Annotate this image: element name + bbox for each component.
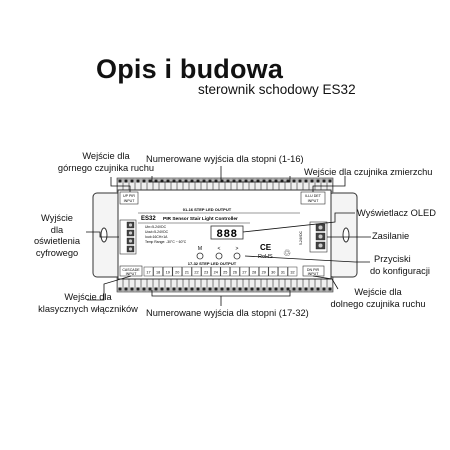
svg-text:22: 22 <box>194 271 198 275</box>
svg-text:20: 20 <box>175 271 179 275</box>
up-pir-text: UP PIR <box>123 194 135 198</box>
mounting-hole-left <box>100 227 108 243</box>
svg-text:28: 28 <box>252 271 256 275</box>
terminal-number-22: 22 <box>191 266 202 277</box>
spec-line-3: Iout=16CH×1A <box>145 235 168 239</box>
svg-text:17: 17 <box>146 271 150 275</box>
label-buttons: Przyciski do konfiguracji <box>370 254 450 277</box>
label-oled: Wyświetlacz OLED <box>357 208 436 218</box>
label-buttons-line2: do konfiguracji <box>370 265 430 276</box>
label-switches: Wejście dla klasycznych włączników <box>30 292 146 315</box>
dn-pir-text: DN PIR <box>307 268 320 272</box>
leader-buttons <box>244 255 370 263</box>
terminal-number-30: 30 <box>268 266 279 277</box>
terminal-number-28: 28 <box>249 266 259 277</box>
terminal-number-17: 17 <box>143 266 154 277</box>
up-pir-box <box>119 191 139 205</box>
svg-text:27: 27 <box>242 271 246 275</box>
digital-output-connector <box>119 219 137 255</box>
page-title: Opis i budowa <box>96 54 284 84</box>
leader-oled <box>242 212 355 233</box>
label-power: Zasilanie <box>372 231 410 241</box>
terminal-number-21: 21 <box>182 266 192 277</box>
svg-text:31: 31 <box>281 271 285 275</box>
button-right <box>233 252 241 260</box>
spec-line-1: Uin=5-24VDC <box>145 225 167 229</box>
btn-lt-label: < <box>218 246 221 252</box>
up-pir-input-text: INPUT <box>124 199 136 203</box>
ce-mark: CE <box>260 243 272 252</box>
terminal-number-19: 19 <box>162 266 173 277</box>
spec-line-4: Temp Range: -30°C ~ 60°C <box>145 240 187 244</box>
svg-text:30: 30 <box>271 271 275 275</box>
svg-text:25: 25 <box>223 271 227 275</box>
terminal-number-31: 31 <box>278 266 288 277</box>
label-top-sensor-line1: Wejście dla <box>82 151 130 161</box>
label-steps-bottom: Numerowane wyjścia dla stopni (17-32) <box>146 308 309 318</box>
label-bottom-sensor-line1: Wejście dla <box>354 287 402 297</box>
oled-display <box>210 225 244 240</box>
label-bottom-sensor: Wejście dla dolnego czujnika ruchu <box>318 287 438 310</box>
label-top-sensor-line2: górnego czujnika ruchu <box>57 162 155 173</box>
button-left <box>215 252 223 260</box>
btn-m-label: M <box>198 246 202 252</box>
model-text: ES32 <box>141 216 156 222</box>
page-subtitle: sterownik schodowy ES32 <box>198 82 356 97</box>
svg-text:23: 23 <box>204 271 208 275</box>
terminal-number-27: 27 <box>239 266 250 277</box>
step-output-bottom-text: 17-32 STEP LED OUTPUT <box>188 261 237 266</box>
terminal-number-20: 20 <box>172 266 183 277</box>
btn-gt-label: > <box>236 246 239 252</box>
label-top-sensor: Wejście dla górnego czujnika ruchu <box>46 151 166 174</box>
terminal-number-18: 18 <box>153 266 163 277</box>
label-buttons-line1: Przyciski <box>374 254 411 264</box>
svg-text:29: 29 <box>262 271 266 275</box>
svg-text:21: 21 <box>185 271 189 275</box>
label-switches-line2: klasycznych włączników <box>38 303 138 314</box>
device-name-text: PIR Sensor Stair Light Controller <box>163 216 238 222</box>
label-switches-line1: Wejście dla <box>64 292 112 302</box>
spec-line-2: Uout=5-24VDC <box>145 230 169 234</box>
label-digital-line3: oświetlenia <box>34 236 80 246</box>
label-digital-line2: dla <box>50 224 64 235</box>
label-steps-top: Numerowane wyjścia dla stopni (1-16) <box>146 154 304 164</box>
leader-dusk <box>312 176 346 192</box>
leader-bottom-sensor <box>312 275 339 290</box>
cascade-text: CASCADE <box>122 268 140 272</box>
button-m <box>196 252 204 260</box>
label-digital: Wyjście dla oświetlenia cyfrowego <box>27 213 87 259</box>
label-bottom-sensor-line2: dolnego czujnika ruchu <box>330 298 426 309</box>
terminal-number-25: 25 <box>220 266 231 277</box>
lux-det-text: ILLU DET <box>305 194 322 198</box>
svg-text:18: 18 <box>156 271 160 275</box>
mounting-hole-right <box>342 227 350 243</box>
terminal-number-23: 23 <box>201 266 211 277</box>
leader-switches <box>87 275 132 301</box>
label-dusk-sensor: Wejście dla czujnika zmierzchu <box>304 167 433 177</box>
svg-text:32: 32 <box>290 271 294 275</box>
svg-text:19: 19 <box>166 271 170 275</box>
dn-pir-input-text: INPUT <box>308 272 320 276</box>
power-text: 5-24VDC <box>299 230 303 244</box>
step-output-top-text: 01-16 STEP LED OUTPUT <box>183 207 232 212</box>
svg-text:26: 26 <box>233 271 237 275</box>
terminal-number-32: 32 <box>287 266 298 277</box>
label-digital-line1: Wyjście <box>41 213 73 223</box>
lux-det-input-text: INPUT <box>308 199 320 203</box>
terminal-number-26: 26 <box>230 266 240 277</box>
terminal-number-24: 24 <box>210 266 221 277</box>
svg-text:24: 24 <box>214 271 218 275</box>
cascade-input-text: INPUT <box>126 272 138 276</box>
terminal-number-29: 29 <box>258 266 269 277</box>
leader-digital <box>86 231 119 238</box>
leader-top-sensor <box>110 177 131 192</box>
oled-digits: 888 <box>216 229 237 241</box>
top-terminal-block <box>116 177 334 193</box>
label-digital-line4: cyfrowego <box>35 247 79 258</box>
weee-icon: ♲ <box>283 249 291 259</box>
